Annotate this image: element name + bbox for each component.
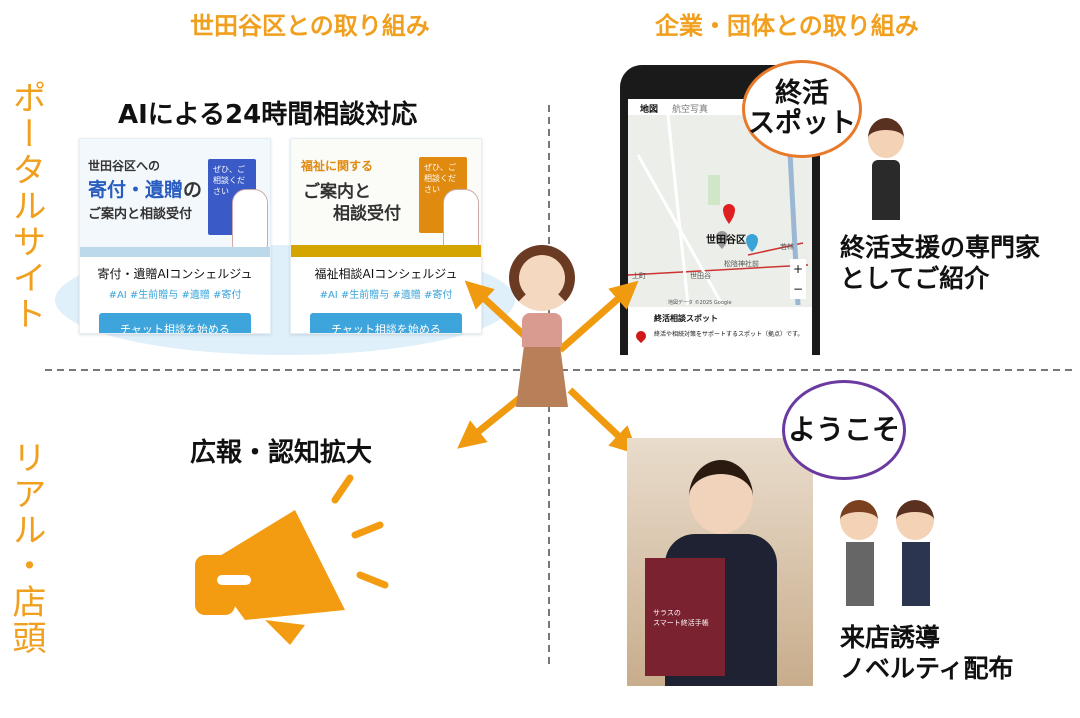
spot-title: 終活相談スポット — [654, 314, 718, 323]
banner-line2: 相談受付 — [333, 204, 401, 224]
card-tags: #AI #生前贈与 #遺贈 #寄付 — [319, 290, 453, 301]
pr-title: 広報・認知拡大 — [190, 438, 373, 468]
map-label: 世田谷区 — [706, 235, 746, 246]
map-pin-icon — [716, 231, 728, 249]
map-pin-icon — [723, 204, 735, 224]
specialist-caption: 終活支援の専門家 としてご紹介 — [840, 233, 1041, 294]
speech-bubble-welcome: ようこそ — [782, 380, 906, 480]
card-title: 福祉相談AIコンシェルジュ — [314, 267, 458, 281]
store-staff-photo: サラスの スマート終活手帳 — [627, 438, 813, 686]
specialist-character-icon — [866, 118, 906, 226]
zoom-in-button[interactable]: + — [792, 262, 804, 276]
station-label: 上町 — [632, 272, 646, 280]
station-label: 松陰神社前 — [724, 260, 759, 268]
booklet: サラスの スマート終活手帳 — [645, 558, 725, 676]
row-header-store: リアル・店頭 — [6, 440, 46, 656]
arrow-to-store — [567, 387, 639, 455]
column-header-setagaya: 世田谷区との取り組み — [190, 12, 430, 40]
portal-title: AIによる24時間相談対応 — [118, 100, 418, 130]
banner-subtitle: 福祉に関する — [301, 159, 374, 173]
start-chat-button[interactable]: チャット相談を始める — [310, 313, 462, 333]
welfare-concierge-card: 福祉に関する ご案内と 相談受付 ぜひ、ご相談ください 福祉相談AIコンシェルジ… — [290, 138, 482, 334]
lucky-cat-icon — [232, 189, 268, 251]
card-tags: #AI #生前贈与 #遺贈 #寄付 — [108, 290, 242, 301]
banner-particle: の — [183, 179, 203, 201]
girl-character-icon — [502, 245, 582, 445]
station-label: 世田谷 — [690, 272, 711, 280]
spot-description: 終活や相続対策をサポートするスポット（拠点）です。 — [654, 331, 804, 338]
column-header-companies: 企業・団体との取り組み — [655, 12, 919, 40]
tab-map[interactable]: 地図 — [640, 105, 659, 115]
tab-satellite[interactable]: 航空写真 — [672, 105, 709, 115]
banner-main: ご案内と — [303, 182, 371, 202]
card-title: 寄付・遺贈AIコンシェルジュ — [97, 267, 253, 281]
arrow-to-map — [557, 280, 639, 353]
lucky-cat-icon — [443, 189, 479, 251]
banner-line2: ご案内と相談受付 — [88, 207, 193, 222]
speech-bubble-spot: 終活 スポット — [742, 60, 862, 158]
store-caption: 来店誘導 ノベルティ配布 — [840, 623, 1014, 684]
map-pin-icon — [746, 234, 758, 252]
station-label: 若林 — [780, 243, 794, 251]
smartphone-map: 地図 航空写真 世田谷区 世田谷 上町 若林 松陰神社前 + − 地図データ ©… — [620, 65, 820, 355]
megaphone-icon — [195, 474, 389, 645]
banner-main: 寄付・遺贈 — [88, 179, 184, 201]
zoom-out-button[interactable]: − — [792, 282, 804, 296]
couple-characters-icon — [836, 500, 946, 608]
row-header-portal: ポータルサイト — [6, 80, 46, 332]
map-attribution: 地図データ ©2025 Google — [668, 300, 732, 306]
banner-subtitle: 世田谷区への — [88, 159, 161, 173]
donation-concierge-card: 世田谷区への 寄付・遺贈の ご案内と相談受付 ぜひ、ご相談ください 寄付・遺贈A… — [79, 138, 271, 334]
start-chat-button[interactable]: チャット相談を始める — [99, 313, 251, 333]
